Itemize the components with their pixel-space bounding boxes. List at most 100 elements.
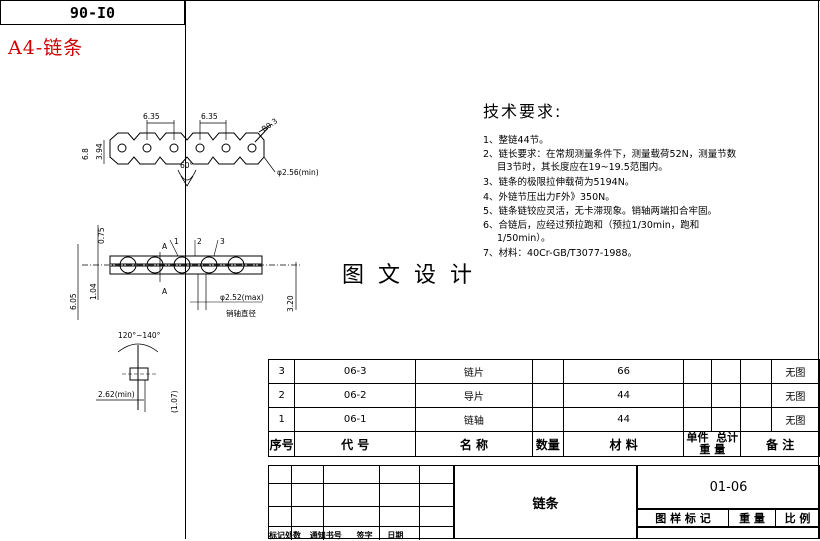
tech-item: 1、整链44节。 (483, 135, 549, 146)
bom-row: 3 06-3 链片 66 无图 (267, 359, 820, 384)
drawing-code-box: 90-I0 (0, 0, 185, 25)
dim-262-label: 2.62(min) (98, 390, 135, 399)
section-marker-a: A (162, 287, 168, 296)
bom-cell (711, 383, 742, 408)
bom-header-material: 材 料 (562, 431, 685, 457)
bom-cell (683, 407, 713, 432)
bom-header-code: 代 号 (294, 431, 417, 457)
dim-320-label: 3.20 (286, 295, 295, 312)
frame-top-border (185, 0, 820, 1)
title-block: 标记处数 通知书号 签字 日期 链条 01-06 图 样 标 记 重 量 比 例 (268, 465, 820, 541)
bom-row: 2 06-2 导片 44 无图 (267, 383, 820, 408)
bom-header-weight-label: 重 量 (699, 443, 726, 456)
dim-107-label: (1.07) (170, 390, 179, 413)
title-block-value-row (637, 527, 820, 539)
label-scale: 比 例 (784, 512, 811, 525)
footer-label: 标记 (269, 531, 285, 540)
dim-pitch-label: 6.35 (143, 112, 160, 121)
dim-height-label: 6.8 (81, 148, 90, 160)
bom-header-unit: 单件 (686, 431, 709, 444)
bom-cell (531, 407, 564, 432)
tech-item: 目3节时，其长度应在19~19.5范围内。 (497, 162, 668, 173)
title-block-footer-labels: 标记处数 通知书号 签字 日期 (269, 530, 403, 541)
footer-label: 通知书号 (309, 531, 342, 540)
part-name-cell: 链条 (454, 465, 637, 539)
tech-requirements-title: 技术要求: (483, 102, 563, 121)
title-block-label-row: 图 样 标 记 重 量 比 例 (637, 509, 820, 527)
tech-item: 3、链条的极限拉伸载荷为5194N。 (483, 177, 635, 188)
pin-diameter-label: 销轴直径 (226, 308, 256, 318)
footer-label: 日期 (387, 531, 404, 540)
tech-item: 4、外链节压出力F外》350N。 (483, 192, 615, 203)
callout-2: 2 (197, 237, 202, 246)
bom-cell: 06-3 (294, 359, 417, 384)
chain-drawing: 6.35 6.35 6.8 3.94 60° R0.3 φ2.56(min) 0… (69, 112, 319, 413)
bom-cell (740, 407, 772, 432)
footer-label: 处数 (285, 531, 301, 540)
callout-3: 3 (220, 237, 225, 246)
chain-top-view (77, 225, 300, 320)
bom-cell: 无图 (770, 383, 820, 408)
tech-item: 6、合链后，应经过预拉跑和（预拉1/30min，跑和 (483, 220, 700, 231)
dim-pitch-label: 6.35 (201, 112, 218, 121)
bom-header-weight: 单件 总计 重 量 (683, 431, 742, 457)
chain-front-view (103, 120, 276, 187)
drawing-code: 90-I0 (69, 3, 116, 22)
bom-header-row: 序号 代 号 名 称 数量 材 料 单件 总计 重 量 备 注 (267, 431, 820, 457)
bom-cell: 2 (267, 383, 296, 408)
dim-pin-label: φ2.52(max) (220, 293, 264, 302)
bom-cell: 链片 (415, 359, 533, 384)
drawing-number: 01-06 (709, 479, 748, 495)
dim-angles-label: 120°~140° (118, 331, 161, 340)
frame-right-border (818, 0, 819, 539)
bom-cell: 无图 (770, 407, 820, 432)
watermark-text: 图文设计 (342, 263, 487, 288)
tech-item: 2、链长要求：在常规测量条件下，测量载荷52N，测量节数 (483, 149, 737, 160)
bom-cell: 44 (562, 407, 685, 432)
bom-cell (740, 383, 772, 408)
bom-row: 1 06-1 链轴 44 无图 (267, 407, 820, 432)
bom-cell (711, 359, 742, 384)
bom-cell: 导片 (415, 383, 533, 408)
section-marker-a: A (162, 242, 168, 251)
bom-cell: 06-2 (294, 383, 417, 408)
footer-label: 签字 (356, 531, 373, 540)
bom-header-no: 序号 (267, 431, 296, 457)
drawing-number-cell: 01-06 (637, 465, 820, 509)
dim-605-label: 6.05 (69, 293, 78, 310)
bom-cell (711, 407, 742, 432)
dim-104-label: 1.04 (89, 283, 98, 300)
bom-cell: 1 (267, 407, 296, 432)
bom-table: 3 06-3 链片 66 无图 2 06-2 导片 44 无图 1 06-1 链… (267, 359, 820, 457)
bom-cell (683, 359, 713, 384)
bom-cell (740, 359, 772, 384)
label-drawing-mark: 图 样 标 记 (638, 510, 729, 526)
dim-inner-label: 3.94 (95, 143, 104, 160)
bom-cell (531, 383, 564, 408)
bom-header-total: 总计 (716, 431, 739, 444)
callout-1: 1 (174, 237, 179, 246)
dim-angle-label: 60° (180, 161, 194, 170)
title-block-grid: 标记处数 通知书号 签字 日期 (268, 465, 455, 541)
bom-cell: 06-1 (294, 407, 417, 432)
bom-header-qty: 数量 (531, 431, 564, 457)
bom-cell: 44 (562, 383, 685, 408)
tech-item: 7、材料：40Cr-GB/T3077-1988。 (483, 248, 638, 259)
tech-item: 1/50min）。 (497, 233, 551, 244)
bom-header-remark: 备 注 (740, 431, 820, 457)
bom-cell (531, 359, 564, 384)
bom-cell: 链轴 (415, 407, 533, 432)
bom-cell: 无图 (770, 359, 820, 384)
bom-header-name: 名 称 (415, 431, 533, 457)
dim-radius-label: R0.3 (260, 116, 279, 133)
dim-roller-label: φ2.56(min) (277, 168, 319, 177)
dim-075-label: 0.75 (97, 227, 106, 244)
part-name: 链条 (532, 496, 559, 512)
tech-item: 5、链条链铰应灵活，无卡滞现象。销轴两端扣合牢固。 (483, 206, 718, 217)
bom-cell: 3 (267, 359, 296, 384)
bom-cell: 66 (562, 359, 685, 384)
chain-section-view (96, 343, 159, 412)
bom-cell (683, 383, 713, 408)
frame-left-border (185, 0, 186, 539)
sheet-title: A4-链条 (8, 37, 84, 59)
